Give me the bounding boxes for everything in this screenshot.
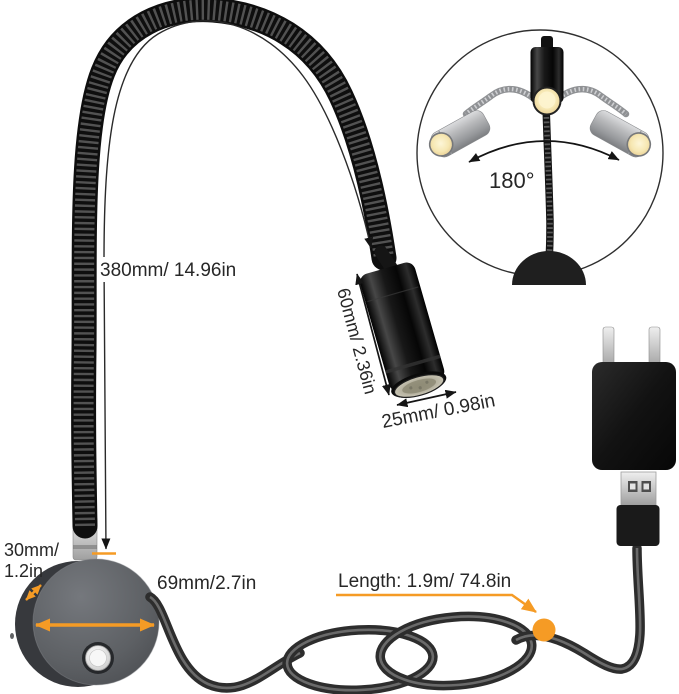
cable-length-label: Length: 1.9m/ 74.8in [338,571,511,592]
base-diameter-label: 69mm/2.7in [157,573,256,594]
usb-plastic-body [616,505,660,546]
inset-dome-base [512,251,586,285]
inset-warm-lens-right [626,132,652,157]
rotation-inset: 180° [416,29,664,285]
inset-side-head-right [589,110,652,158]
orange-annotations [25,552,556,642]
power-button[interactable] [82,642,114,674]
adapter-body [592,362,676,470]
rotation-arc-arrow [468,140,620,163]
rotation-angle-label: 180° [489,168,535,193]
cable-length-dot [532,618,556,642]
inset-center-stem [542,103,554,259]
power-cable [145,543,645,694]
inset-gray-gooseneck-right [549,85,630,118]
inset-gray-gooseneck-left [462,85,543,118]
base-depth-label-line1: 30mm/ [4,540,59,560]
inset-warm-lens-left [428,132,454,157]
wall-adapter [592,326,676,470]
cable-length-pointer [336,593,537,613]
cable-loop-1 [282,625,438,694]
dimension-gooseneck-length: 380mm/ 14.96in [97,20,374,550]
base-depth-arrow [25,584,42,601]
gooseneck-arm [71,0,397,539]
gooseneck-length-label: 380mm/ 14.96in [100,260,236,281]
inset-side-head-left [428,110,491,158]
base-depth-label-line2: 1.2in [4,561,43,581]
base-screw-hole [10,633,14,639]
cable-loop-2 [375,611,537,691]
usb-plug [616,471,660,546]
usb-metal-shell [620,471,657,506]
inset-center-head [530,36,564,116]
